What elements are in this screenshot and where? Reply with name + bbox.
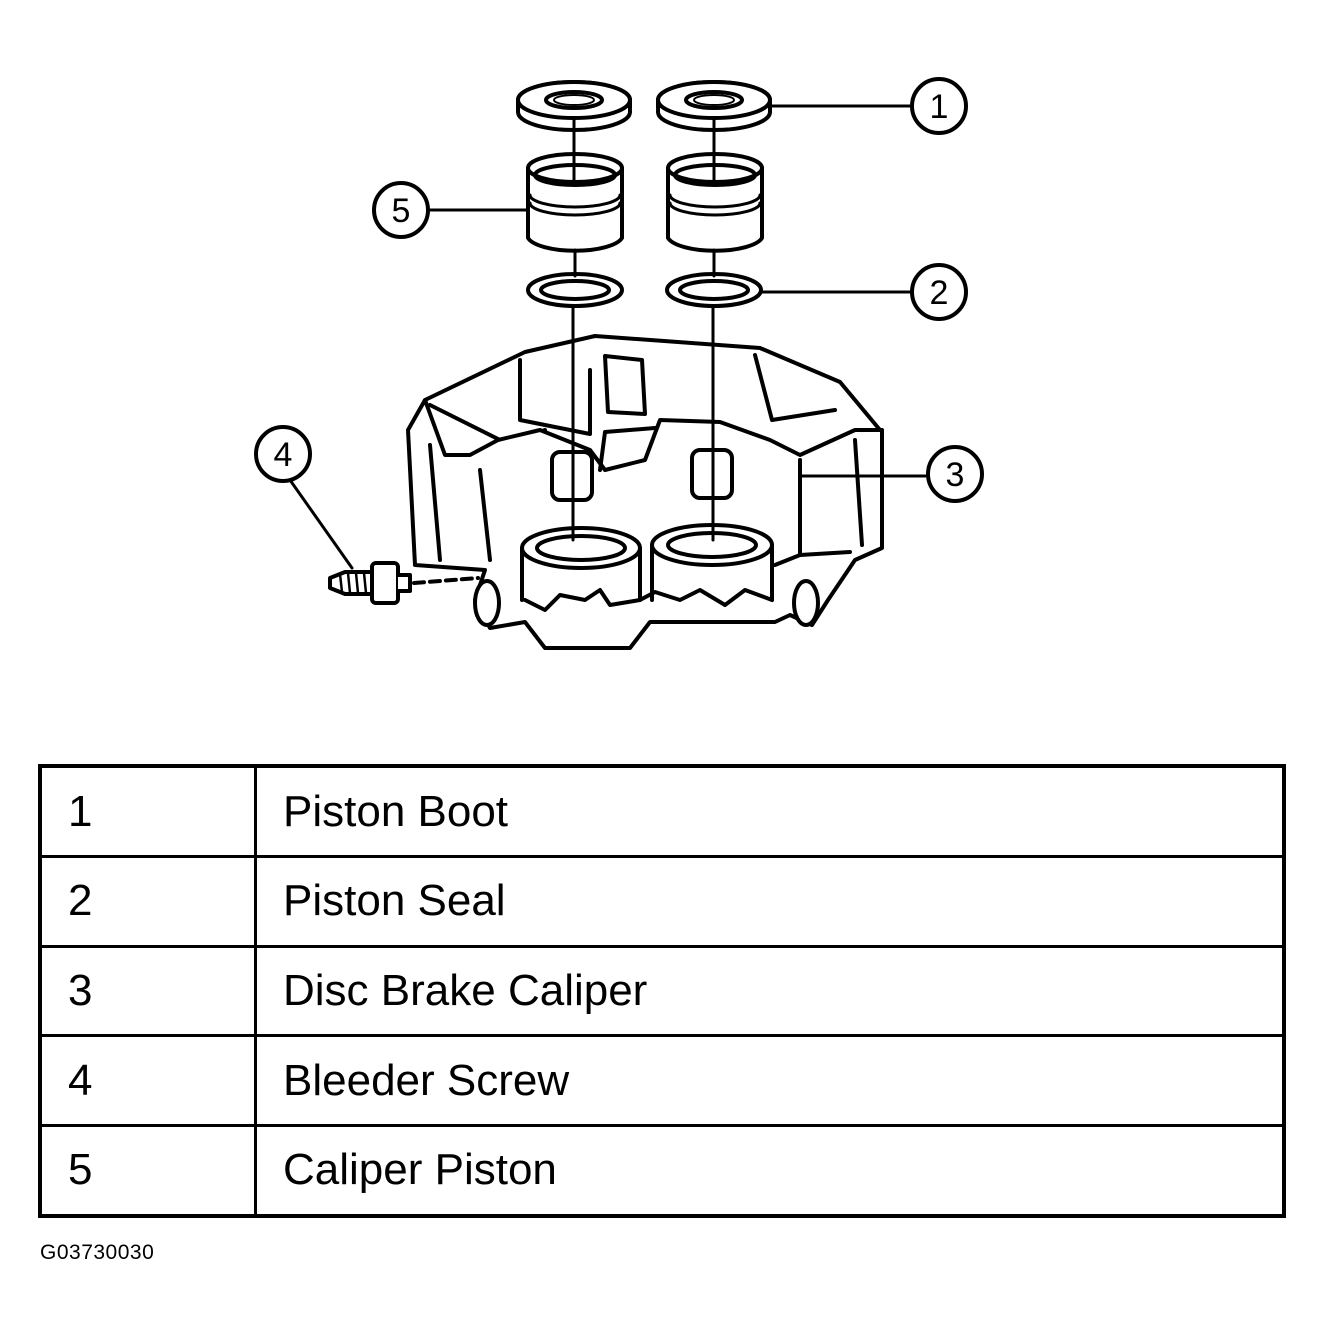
legend-label: Piston Seal <box>254 855 1286 948</box>
legend-label: Bleeder Screw <box>254 1034 1286 1127</box>
legend-row: 2 Piston Seal <box>38 855 1286 948</box>
parts-legend-table: 1 Piston Boot 2 Piston Seal 3 Disc Brake… <box>38 764 1286 1218</box>
legend-number: 5 <box>38 1123 257 1218</box>
leader-lines <box>288 104 930 570</box>
legend-label: Disc Brake Caliper <box>254 944 1286 1038</box>
legend-number: 3 <box>38 944 257 1038</box>
disc-brake-caliper-body <box>406 334 884 650</box>
callout-5-number: 5 <box>392 192 411 230</box>
piston-seal-left <box>526 272 624 308</box>
legend-number: 2 <box>38 855 257 948</box>
exploded-caliper-diagram: 1 5 2 3 4 <box>254 77 984 650</box>
legend-label: Piston Boot <box>254 764 1286 858</box>
assembly-lines <box>571 116 716 542</box>
callout-4: 4 <box>254 425 312 483</box>
legend-label: Caliper Piston <box>254 1123 1286 1218</box>
callout-3-number: 3 <box>946 456 965 494</box>
legend-row: 4 Bleeder Screw <box>38 1034 1286 1127</box>
callout-2-number: 2 <box>930 274 949 312</box>
callout-3: 3 <box>926 445 984 503</box>
callout-5: 5 <box>372 181 430 239</box>
callout-1: 1 <box>910 77 968 135</box>
legend-number: 1 <box>38 764 257 858</box>
piston-seal-right <box>665 272 763 308</box>
legend-row: 5 Caliper Piston <box>38 1123 1286 1218</box>
callout-2: 2 <box>910 263 968 321</box>
legend-number: 4 <box>38 1034 257 1127</box>
callout-4-number: 4 <box>274 436 293 474</box>
callout-1-number: 1 <box>930 88 949 126</box>
legend-row: 1 Piston Boot <box>38 764 1286 858</box>
legend-row: 3 Disc Brake Caliper <box>38 944 1286 1038</box>
figure-id: G03730030 <box>40 1241 155 1264</box>
bleeder-screw <box>328 561 480 605</box>
